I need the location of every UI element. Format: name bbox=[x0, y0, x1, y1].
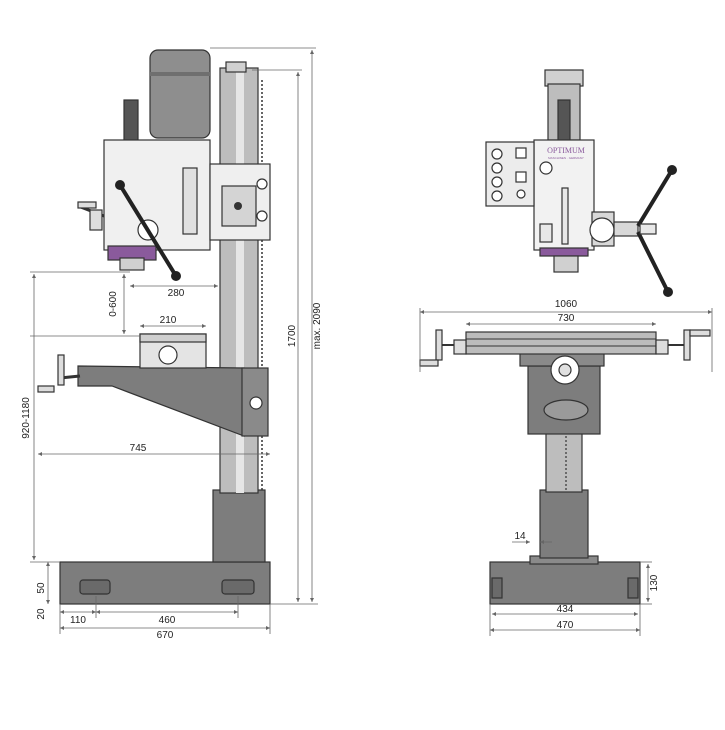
dim-label-base-slots: 460 bbox=[159, 615, 176, 626]
feed-lever[interactable] bbox=[636, 231, 670, 293]
handwheel-icon[interactable] bbox=[256, 210, 268, 222]
dim-label-slot: 14 bbox=[514, 531, 526, 542]
front-feed-shaft bbox=[613, 221, 639, 237]
front-base bbox=[489, 561, 641, 605]
brand-tagline: MASCHINEN · GERMANY bbox=[548, 156, 584, 160]
lever-knob-icon[interactable] bbox=[115, 180, 125, 190]
front-table bbox=[465, 331, 657, 355]
side-head-panel bbox=[182, 167, 198, 235]
front-knee-badge bbox=[543, 399, 589, 421]
handwheel-icon[interactable] bbox=[158, 345, 178, 365]
front-fine-feed[interactable] bbox=[639, 223, 657, 235]
handwheel-icon[interactable] bbox=[453, 339, 467, 355]
dim-label-table-travel: 730 bbox=[558, 313, 575, 324]
crank-handle-icon[interactable] bbox=[683, 329, 691, 361]
side-knee-lock[interactable] bbox=[249, 396, 263, 410]
handwheel-hub bbox=[558, 363, 572, 377]
crank-handle-icon[interactable] bbox=[57, 354, 65, 386]
side-base-slot-left bbox=[79, 579, 111, 595]
front-spindle bbox=[553, 255, 579, 273]
front-drawbar bbox=[557, 99, 571, 141]
crank-handle-icon[interactable] bbox=[77, 201, 97, 209]
handwheel-icon[interactable] bbox=[256, 178, 268, 190]
lever-knob-icon[interactable] bbox=[667, 165, 677, 175]
crank-handle-icon[interactable] bbox=[419, 359, 439, 367]
motor-band bbox=[150, 72, 210, 76]
dim-label-column-height: 1700 bbox=[287, 324, 298, 347]
control-switch[interactable] bbox=[515, 171, 527, 183]
dim-label-base-front: 110 bbox=[70, 615, 86, 626]
dim-label-front-width: 470 bbox=[557, 620, 574, 631]
side-bracket-bolt bbox=[234, 202, 242, 210]
dim-label-table-width: 210 bbox=[160, 315, 177, 326]
handwheel-icon[interactable] bbox=[89, 209, 103, 231]
motor-icon bbox=[149, 49, 211, 139]
control-indicator bbox=[516, 189, 526, 199]
dim-label-spindle-travel: 0-600 bbox=[108, 291, 119, 317]
crank-handle-icon[interactable] bbox=[689, 329, 711, 337]
handwheel-icon[interactable] bbox=[589, 217, 615, 243]
crank-handle-icon[interactable] bbox=[435, 329, 443, 361]
control-button[interactable] bbox=[491, 190, 503, 202]
front-spindle-sleeve bbox=[539, 247, 589, 257]
handwheel-icon[interactable] bbox=[655, 339, 669, 355]
crank-handle-icon[interactable] bbox=[37, 385, 55, 393]
front-head-gauge bbox=[539, 161, 553, 175]
side-column-cap bbox=[225, 61, 247, 73]
side-table-top bbox=[139, 333, 207, 343]
control-button[interactable] bbox=[491, 176, 503, 188]
side-column-foot bbox=[212, 489, 266, 563]
side-base-slot-right bbox=[221, 579, 255, 595]
front-head-window bbox=[539, 223, 553, 243]
side-spindle bbox=[119, 257, 145, 271]
control-button[interactable] bbox=[491, 162, 503, 174]
brand-logo: OPTIMUM bbox=[547, 146, 585, 155]
lever-knob-icon[interactable] bbox=[663, 287, 673, 297]
dim-label-table-height: 920-1180 bbox=[21, 397, 32, 439]
front-base-slot-right bbox=[627, 577, 639, 599]
dim-label-max-height: max. 2090 bbox=[312, 302, 323, 349]
side-table-arm bbox=[77, 365, 245, 437]
side-view: 280 0-600 210 920-1180 745 1700 max. 209… bbox=[21, 47, 323, 641]
side-drawbar bbox=[123, 99, 139, 143]
lever-knob-icon[interactable] bbox=[171, 271, 181, 281]
dim-label-front-slots: 434 bbox=[557, 604, 574, 615]
dim-label-spindle-base: 745 bbox=[130, 443, 147, 454]
feed-lever[interactable] bbox=[118, 183, 178, 278]
control-switch[interactable] bbox=[515, 147, 527, 159]
feed-lever[interactable] bbox=[636, 168, 674, 228]
dim-label-base-length: 670 bbox=[157, 630, 174, 641]
control-button[interactable] bbox=[491, 148, 503, 160]
dim-label-front-base-height: 130 bbox=[649, 574, 660, 591]
front-view: OPTIMUM MASCHINEN · GERMANY bbox=[419, 69, 713, 636]
front-head-scale bbox=[561, 187, 569, 245]
dim-label-base-height: 50 bbox=[36, 582, 47, 594]
side-column-highlight bbox=[236, 68, 244, 493]
front-column bbox=[545, 429, 583, 493]
dim-label-base-offset: 20 bbox=[36, 608, 47, 620]
front-column-foot bbox=[539, 489, 589, 559]
dim-label-spindle-column: 280 bbox=[168, 288, 185, 299]
front-base-slot-left bbox=[491, 577, 503, 599]
dim-label-table-length: 1060 bbox=[555, 299, 578, 310]
